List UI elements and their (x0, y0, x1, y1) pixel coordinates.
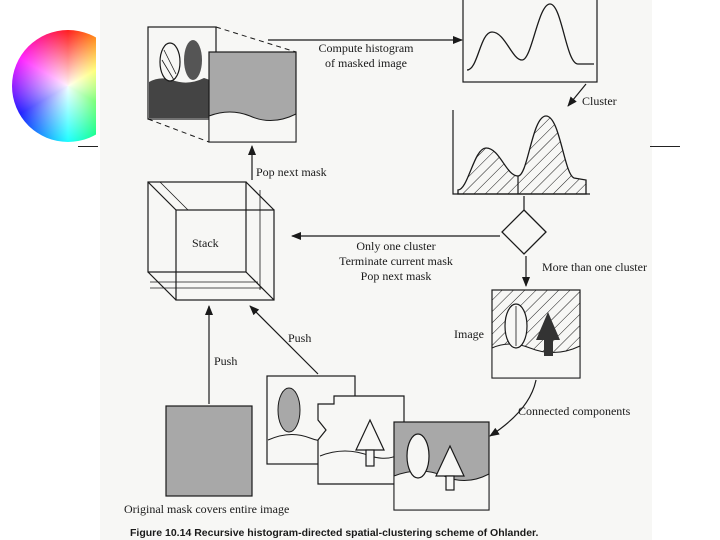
connected-components-label: Connected components (518, 404, 631, 418)
cluster-label: Cluster (582, 94, 617, 108)
histogram-box (462, 0, 598, 83)
image-label: Image (454, 327, 484, 341)
connected-component-images (266, 375, 490, 511)
right-rule-line (650, 146, 680, 147)
decision-diamond (501, 209, 547, 255)
left-rule-line (78, 146, 98, 147)
push-label-left: Push (214, 354, 237, 368)
figure-caption: Figure 10.14 Recursive histogram-directe… (130, 527, 539, 539)
connected-components-arrow (489, 379, 537, 437)
pop-next-mask-label-2: Pop next mask (361, 269, 432, 283)
clustered-histogram (452, 110, 590, 195)
labeled-image (491, 289, 581, 379)
original-mask (165, 405, 253, 497)
more-than-one-label: More than one cluster (542, 260, 647, 274)
compute-histogram-label-2: of masked image (325, 56, 407, 70)
cluster-arrow (567, 83, 587, 107)
color-wheel-icon (12, 30, 96, 142)
masked-image-pair (147, 26, 297, 143)
pop-next-mask-label: Pop next mask (256, 165, 327, 179)
push-label-right: Push (288, 331, 311, 345)
compute-histogram-label-1: Compute histogram (319, 41, 415, 55)
only-one-cluster-label: Only one cluster (356, 239, 435, 253)
stack-label: Stack (192, 236, 219, 250)
push-arrow-right (249, 305, 319, 375)
original-mask-label: Original mask covers entire image (124, 502, 289, 516)
stack-cube (147, 181, 275, 301)
terminate-mask-label: Terminate current mask (339, 254, 453, 268)
